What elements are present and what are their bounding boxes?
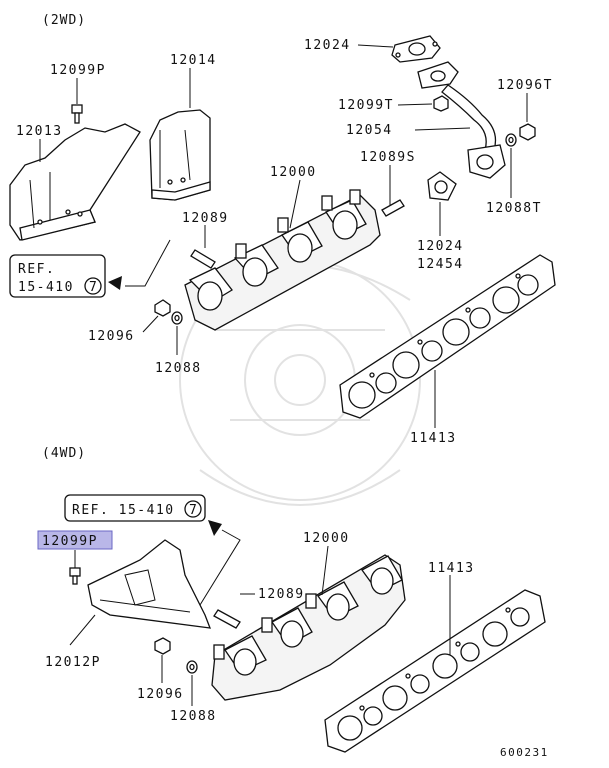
ref-top-line1: REF. [18, 262, 55, 277]
label-12454: 12454 [417, 257, 464, 272]
highlight-box[interactable] [37, 530, 113, 550]
leader-12096-top [142, 315, 159, 333]
label-12089-bottom: 12089 [258, 587, 305, 602]
section-title-2wd: (2WD) [42, 13, 86, 28]
label-12000-top: 12000 [270, 165, 317, 180]
ref-top-arrow-icon [108, 276, 122, 290]
washer-12088-top [171, 311, 183, 325]
ref-top-line2: 15-410 [18, 280, 74, 295]
ref-bottom-arrow-icon [208, 520, 222, 536]
label-12096-top: 12096 [88, 329, 135, 344]
leader-12024-top [357, 44, 394, 48]
manifold-gasket-11413-bottom [324, 589, 546, 753]
stud-12089-bottom [213, 609, 241, 629]
label-12089-top: 12089 [182, 211, 229, 226]
label-12089s: 12089S [360, 150, 416, 165]
label-12099t: 12099T [338, 98, 394, 113]
gasket-12024-mid [427, 171, 457, 201]
washer-12088t [505, 133, 517, 147]
washer-12088-bottom [186, 660, 198, 674]
leader-12054 [414, 127, 471, 131]
ref-box-top[interactable]: REF. 15-410 7 [9, 254, 106, 298]
label-12096-bottom: 12096 [137, 687, 184, 702]
exhaust-manifold-12000-top [184, 189, 381, 331]
label-12054: 12054 [346, 123, 393, 138]
heat-shield-12012p [87, 539, 211, 629]
leader-12000-bottom [321, 545, 329, 596]
label-12099p-bottom[interactable]: 12099P [42, 534, 98, 549]
exhaust-manifold-12000-bottom [211, 554, 406, 701]
bolt-12099p-bottom [69, 567, 81, 585]
ref-box-bottom[interactable]: REF. 15-410 7 [64, 494, 206, 522]
stud-12089s [381, 199, 405, 217]
label-11413-top: 11413 [410, 431, 457, 446]
ref-top-arrow-line [125, 239, 171, 287]
ref-bottom-arrow-line [199, 529, 241, 606]
stud-12089-top [190, 249, 216, 269]
ref-bottom-circle: 7 [189, 503, 198, 518]
nut-12096t [519, 123, 536, 141]
gasket-12024-top [391, 35, 441, 63]
bolt-12099t [433, 95, 449, 112]
manifold-gasket-11413-top [339, 254, 556, 419]
leader-12099t [397, 103, 433, 106]
label-12096t: 12096T [497, 78, 553, 93]
ref-bottom-text: REF. 15-410 [72, 503, 175, 518]
label-12012p: 12012P [45, 655, 101, 670]
diagram-code: 600231 [500, 746, 549, 759]
nut-12096-bottom [154, 637, 171, 655]
label-12088-top: 12088 [155, 361, 202, 376]
label-12024-mid: 12024 [417, 239, 464, 254]
label-12088t: 12088T [486, 201, 542, 216]
label-12013: 12013 [16, 124, 63, 139]
heat-shield-12013 [9, 123, 141, 241]
section-title-4wd: (4WD) [42, 446, 86, 461]
label-12000-bottom: 12000 [303, 531, 350, 546]
heat-shield-12014 [149, 109, 211, 201]
egr-pipe-12054 [417, 61, 506, 179]
leader-12000-top [289, 179, 301, 229]
label-12088-bottom: 12088 [170, 709, 217, 724]
label-11413-bottom: 11413 [428, 561, 475, 576]
nut-12096-top [154, 299, 171, 317]
bolt-12099p-top [71, 104, 83, 124]
leader-12012p [69, 614, 96, 646]
label-12024-top: 12024 [304, 38, 351, 53]
ref-top-circle: 7 [89, 280, 98, 295]
label-12099p-top: 12099P [50, 63, 106, 78]
label-12014: 12014 [170, 53, 217, 68]
